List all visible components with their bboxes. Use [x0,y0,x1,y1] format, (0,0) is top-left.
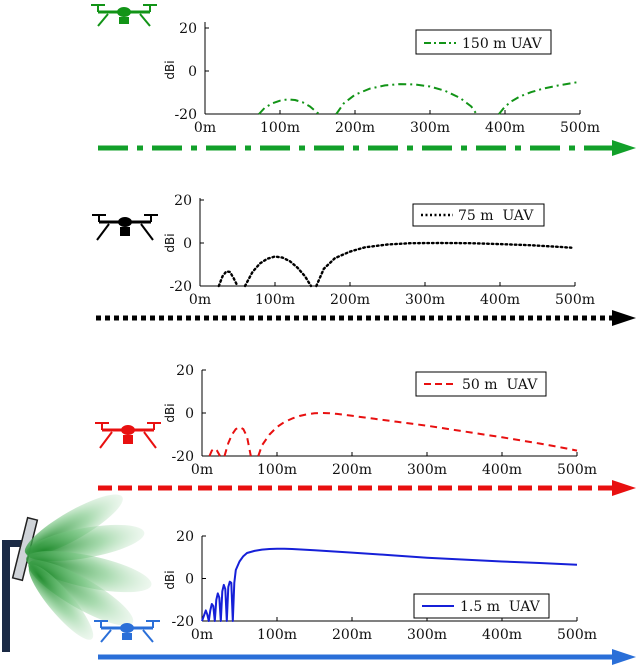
flight-path-arrow-75m [96,310,636,326]
y-tick-label: 20 [176,363,194,379]
x-tick-label: 400m [485,120,525,136]
y-axis-label: dBi [163,60,177,79]
panel-75m: 0m 100m 200m 300m 400m 500m 20 0 -20 dBi 75 m UA… [92,193,636,326]
y-tick-label: -20 [169,279,192,295]
x-tick-label: 500m [555,292,595,308]
x-tick-label: 200m [332,462,372,478]
legend-50m: 50 m UAV [415,371,547,397]
y-tick-label: 0 [185,406,194,422]
x-tick-label: 0m [189,292,211,308]
flight-path-arrow-1-5m [98,649,636,665]
drone-icon-red [95,422,161,449]
x-tick-label: 200m [332,627,372,643]
series-line-segment [258,98,321,115]
x-tick-label: 100m [257,627,297,643]
series-line-segment [201,547,578,622]
x-tick-label: 400m [482,462,522,478]
x-tick-label: 300m [405,292,445,308]
x-tick-label: 500m [560,120,600,136]
series-line-segment [257,412,578,457]
antenna-mast [2,540,10,652]
y-tick-label: 20 [174,193,192,209]
base-station-antenna [2,494,152,652]
x-tick-label: 300m [410,120,450,136]
plot-axes-75m: 0m 100m 200m 300m 400m 500m 20 0 -20 dBi [163,193,595,308]
x-tick-label: 0m [191,462,213,478]
x-tick-label: 300m [407,462,447,478]
y-tick-label: -20 [174,107,197,123]
x-tick-label: 400m [482,627,522,643]
x-tick-label: 200m [335,120,375,136]
y-axis-label: dBi [163,233,177,252]
y-axis-label: dBi [163,403,177,422]
drone-icon-blue [94,620,160,643]
x-tick-label: 0m [194,120,216,136]
panel-50m: 0m 100m 200m 300m 400m 500m 20 0 -20 dBi 50 m UA… [95,363,636,496]
legend-label: 150 m UAV [462,36,543,52]
series-line-segment [208,447,221,457]
y-tick-label: -20 [171,614,194,630]
plot-axes-1-5m: 0m 100m 200m 300m 400m 500m 20 0 -20 dBi [163,529,597,643]
x-tick-label: 100m [257,462,297,478]
legend-label: 1.5 m UAV [460,599,541,615]
series-line-segment [498,80,581,115]
drone-icon-black [92,214,158,241]
panel-150m: 0m 100m 200m 300m 400m 500m 20 0 -20 dBi 150 m U… [91,4,636,156]
x-tick-label: 300m [407,627,447,643]
radiation-pattern-lobes [24,494,152,640]
x-tick-label: 0m [191,627,213,643]
y-axis-label: dBi [163,570,177,589]
x-tick-label: 400m [480,292,520,308]
legend-150m: 150 m UAV [415,29,552,55]
drone-icon-green [91,4,157,27]
x-tick-label: 200m [330,292,370,308]
series-line-segment [315,241,573,288]
y-tick-label: -20 [171,449,194,465]
y-tick-label: 0 [183,236,192,252]
plot-axes-50m: 0m 100m 200m 300m 400m 500m 20 0 -20 dBi [163,363,597,478]
legend-1-5m: 1.5 m UAV [413,593,550,619]
panel-1-5m: 0m 100m 200m 300m 400m 500m 20 0 -20 dBi 1.5 m U… [2,494,636,665]
series-line-segment [335,83,478,115]
y-tick-label: 20 [176,529,194,545]
series-line-segment [223,426,252,457]
flight-path-arrow-150m [98,140,636,156]
y-tick-label: 0 [185,572,194,588]
y-tick-label: 0 [188,64,197,80]
legend-label: 50 m UAV [462,377,538,393]
y-tick-label: 20 [179,21,197,37]
series-line-segment [217,270,239,288]
x-tick-label: 100m [255,292,295,308]
x-tick-label: 100m [260,120,300,136]
plot-axes-150m: 0m 100m 200m 300m 400m 500m 20 0 -20 dBi [163,21,600,136]
x-tick-label: 500m [557,462,597,478]
x-tick-label: 500m [557,627,597,643]
legend-75m: 75 m UAV [412,203,545,227]
legend-label: 75 m UAV [458,208,534,224]
series-line-segment [243,255,313,288]
flight-path-arrow-50m [98,480,636,496]
